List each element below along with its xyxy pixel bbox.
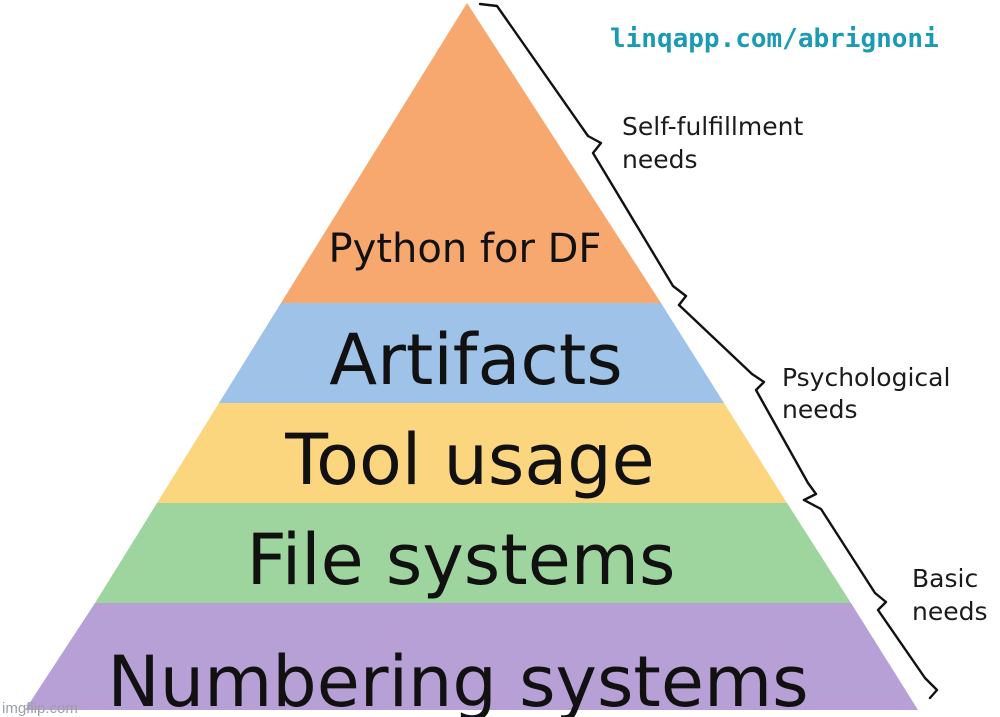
tier-file-systems-shape	[95, 503, 851, 603]
tier-label-numbering-systems: Numbering systems	[107, 641, 808, 717]
brace-self-fulfillment	[478, 2, 688, 307]
tier-tool-usage-shape	[157, 403, 787, 503]
imgflip-watermark: imgflip.com	[2, 700, 78, 717]
needs-label-psychological-line1: Psychological	[782, 363, 950, 392]
tier-self-fulfillment-shape	[281, 3, 661, 303]
needs-label-self-fulfillment-line2: needs	[622, 145, 698, 174]
tier-label-tool-usage: Tool usage	[284, 419, 654, 501]
needs-label-self-fulfillment-line1: Self-fulfillment	[622, 112, 803, 141]
tier-label-python-for-df: Python for DF	[329, 226, 602, 272]
tier-label-file-systems: File systems	[247, 519, 676, 601]
brace-psychological	[677, 303, 818, 502]
tier-numbering-systems-shape	[25, 603, 918, 710]
needs-label-psychological-line2: needs	[782, 395, 858, 424]
tier-label-artifacts: Artifacts	[329, 319, 623, 401]
needs-label-basic-line2: needs	[912, 597, 988, 626]
brace-basic	[802, 498, 939, 700]
website-url: linqapp.com/abrignoni	[610, 24, 939, 54]
tier-artifacts-shape	[219, 303, 724, 403]
needs-label-basic-line1: Basic	[912, 564, 978, 593]
